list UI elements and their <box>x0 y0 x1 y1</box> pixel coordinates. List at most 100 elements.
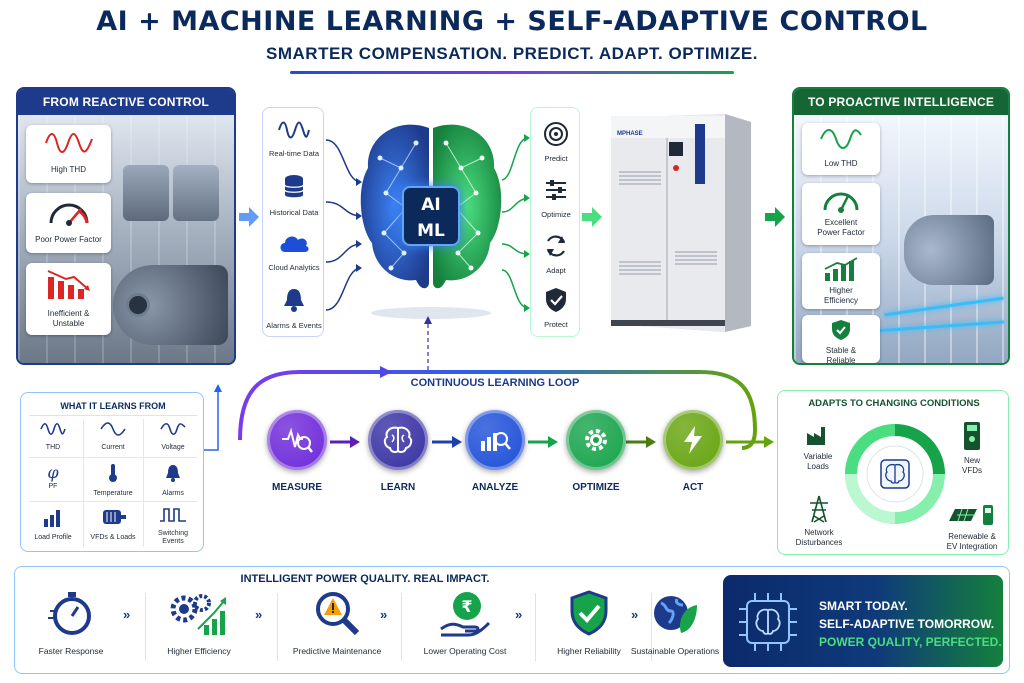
learns-from-panel: WHAT IT LEARNS FROM THD Current Voltage … <box>20 392 204 552</box>
status-label: Stable & <box>825 346 857 355</box>
loop-step-act: ACT <box>658 410 728 493</box>
output-predict: Predict <box>525 120 587 163</box>
cta-line-1: SMART TODAY. <box>819 599 908 613</box>
impact-title: INTELLIGENT POWER QUALITY. REAL IMPACT. <box>240 573 490 585</box>
bell-icon <box>284 289 304 312</box>
learn-label: Switching <box>158 530 188 537</box>
factory-icon <box>807 427 825 445</box>
proactive-panel-title: TO PROACTIVE INTELLIGENCE <box>794 89 1008 115</box>
step-label: OPTIMIZE <box>572 482 620 493</box>
target-icon <box>544 122 568 146</box>
ai-label: AI <box>421 195 441 215</box>
adapt-label: Disturbances <box>795 538 843 547</box>
cloud-icon <box>280 236 309 252</box>
adapt-label: VFDs <box>962 466 982 475</box>
benefit-predictive-maintenance: Predictive Maintenance <box>285 589 389 656</box>
proactive-intelligence-panel: TO PROACTIVE INTELLIGENCE Low THD Excell… <box>792 87 1010 365</box>
benefit-higher-reliability: Higher Reliability <box>537 589 641 656</box>
loop-step-optimize: OPTIMIZE <box>561 410 631 493</box>
loop-step-learn: LEARN <box>363 410 433 493</box>
status-card-excellent-pf: Excellent Power Factor <box>802 183 880 245</box>
sine-wave-icon <box>820 129 862 149</box>
square-wave-icon <box>160 508 186 522</box>
solar-ev-icon <box>949 505 993 525</box>
motor-icon <box>103 510 126 524</box>
benefit-faster-response: Faster Response <box>19 589 123 656</box>
status-card-inefficient: Inefficient & Unstable <box>26 263 111 335</box>
benefit-label: Faster Response <box>38 646 104 656</box>
ai-brain: AI ML <box>356 108 506 323</box>
learn-current: Current <box>83 421 143 452</box>
source-label: Alarms & Events <box>266 321 322 330</box>
arrow-right-icon <box>239 207 259 227</box>
shield-icon <box>546 288 566 312</box>
learn-label: VFDs & Loads <box>90 534 136 541</box>
loop-title: CONTINUOUS LEARNING LOOP <box>410 377 580 389</box>
output-label: Optimize <box>541 210 571 219</box>
adapt-new-vfds: New VFDs <box>942 421 1002 476</box>
benefit-label: Higher Reliability <box>557 646 621 656</box>
learn-load-profile: Load Profile <box>23 507 83 542</box>
chevron-right-icon: » <box>515 607 523 622</box>
learn-switching: Switching Events <box>143 507 203 546</box>
svg-text:₹: ₹ <box>461 597 472 616</box>
arrow-right-icon <box>765 207 785 227</box>
output-label: Protect <box>544 320 568 329</box>
thermometer-icon <box>109 464 117 482</box>
source-label: Historical Data <box>269 208 319 217</box>
loop-step-measure: MEASURE <box>262 410 332 493</box>
status-label: Power Factor <box>817 228 865 237</box>
status-label: Higher <box>829 286 853 295</box>
output-label: Predict <box>544 154 568 163</box>
benefit-lower-cost: ₹ Lower Operating Cost <box>407 589 523 656</box>
brain-icon <box>383 426 413 454</box>
learn-label: THD <box>45 444 61 451</box>
learn-vfds: VFDs & Loads <box>83 507 143 542</box>
step-label: ACT <box>682 482 704 493</box>
adapt-label: Network <box>804 528 834 537</box>
motor-shaft-image <box>126 293 150 317</box>
status-card-poor-pf: Poor Power Factor <box>26 193 111 253</box>
step-circle <box>663 410 723 470</box>
cta-banner: SMART TODAY. SELF-ADAPTIVE TOMORROW. POW… <box>723 575 1003 667</box>
falling-bars-icon <box>47 270 90 299</box>
benefit-label: Higher Efficiency <box>167 646 231 656</box>
source-label: Real-time Data <box>268 149 320 158</box>
adapt-label: Variable <box>803 452 833 461</box>
adapt-renewable-ev: Renewable & EV Integration <box>936 503 1008 552</box>
status-label: High THD <box>51 165 86 174</box>
pulse-magnifier-icon <box>282 427 313 453</box>
output-label: Adapt <box>546 266 566 275</box>
status-card-low-thd: Low THD <box>802 123 880 175</box>
motor-image <box>904 215 994 285</box>
adapts-title: ADAPTS TO CHANGING CONDITIONS <box>808 398 980 409</box>
rupee-hand-icon: ₹ <box>440 592 491 637</box>
source-alarms: Alarms & Events <box>255 286 333 330</box>
sine-wave-icon <box>40 422 66 436</box>
bell-icon <box>166 465 180 482</box>
globe-leaf-icon <box>654 596 697 633</box>
control-cabinet-image <box>123 165 169 221</box>
magnifier-warning-icon <box>316 592 360 636</box>
status-label: Unstable <box>52 319 85 328</box>
step-circle <box>566 410 626 470</box>
adapt-label: Renewable & <box>948 532 996 541</box>
subtitle-underline <box>290 71 734 74</box>
adapts-panel: ADAPTS TO CHANGING CONDITIONS Variable L… <box>777 390 1009 555</box>
gears-growth-icon <box>170 594 226 635</box>
refresh-icon <box>546 235 566 257</box>
control-cabinet-image <box>173 165 219 221</box>
chevron-right-icon: » <box>123 607 131 622</box>
learn-pf: φ PF <box>23 463 83 491</box>
status-label: Low THD <box>824 159 858 168</box>
status-card-efficiency: Higher Efficiency <box>802 253 880 309</box>
step-label: MEASURE <box>271 482 322 493</box>
source-label: Cloud Analytics <box>268 263 320 272</box>
gauge-icon <box>823 192 859 213</box>
tower-icon <box>810 495 828 523</box>
vfd-icon <box>964 422 980 450</box>
learn-label: Current <box>101 444 125 451</box>
learns-title: WHAT IT LEARNS FROM <box>60 401 166 411</box>
